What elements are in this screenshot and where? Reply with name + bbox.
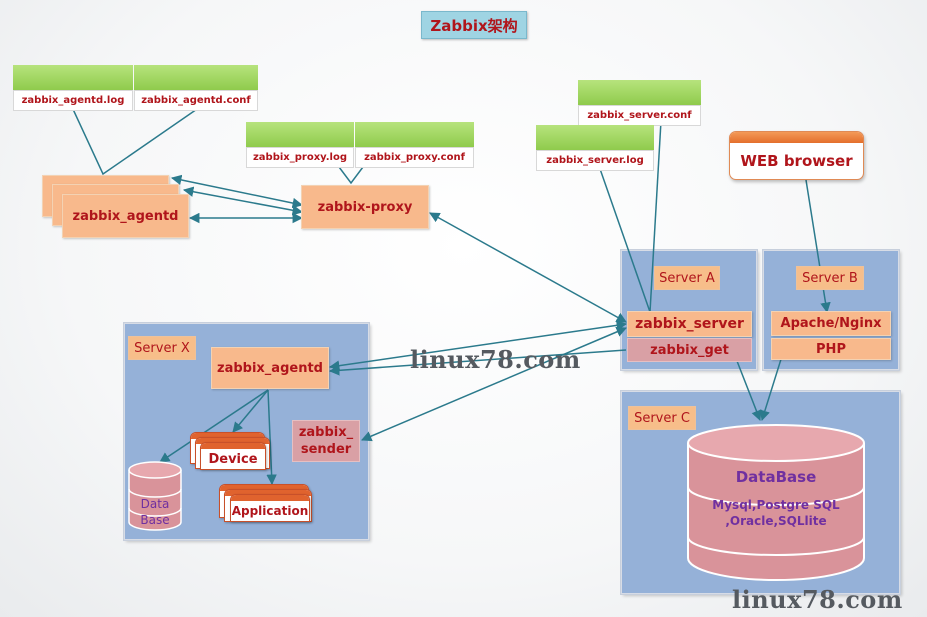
zabbix-sender-node: zabbix_ sender [292,420,360,462]
agentd-file-link [71,106,201,176]
file-header [355,122,474,147]
database-line-2: ,Oracle,SQLlite [725,514,827,528]
file-header [13,65,133,90]
file-label: zabbix_agentd.log [13,90,133,111]
file-proxy-log: zabbix_proxy.log [246,122,354,168]
server-b-label: Server B [796,266,864,290]
device-card: Device [200,442,266,470]
file-label: zabbix_proxy.log [246,147,354,168]
file-label: zabbix_proxy.conf [355,147,474,168]
browser-titlebar [730,132,863,143]
database-title: DataBase [735,468,817,486]
file-header [536,125,654,150]
zabbix-get-node: zabbix_get [627,338,752,362]
file-agentd-conf: zabbix_agentd.conf [134,65,258,111]
php-node: PHP [771,338,891,360]
sender-line-1: zabbix_ [298,425,354,440]
server-x-label: Server X [128,336,196,360]
agent-proxy-arrow-2 [182,186,304,216]
device-label: Device [208,451,258,467]
file-proxy-conf: zabbix_proxy.conf [355,122,474,168]
server-db-arrow [736,360,762,421]
server-a-label: Server A [654,266,720,290]
sender-line-2: sender [300,442,352,457]
server-x-db-line-1: Data [140,497,170,511]
application-label: Application [231,504,309,518]
watermark-center: linux78.com [410,345,581,374]
browser-web-arrow [805,179,831,314]
server-x-db-line-2: Base [140,513,170,527]
agentd-app-arrow [266,389,277,486]
agentd-device-arrow [232,389,269,433]
proxy-file-link [335,162,367,185]
agentd-db-arrow [159,389,269,463]
file-header [578,80,701,105]
server-x-agentd-node: zabbix_agentd [211,347,329,389]
web-browser: WEB browser [729,131,864,180]
apache-nginx-node: Apache/Nginx [771,311,891,336]
diagram-title: Zabbix架构 [421,11,527,39]
application-card: Application [230,494,310,522]
server-conf-link [649,120,662,313]
file-label: zabbix_agentd.conf [134,90,258,111]
zabbix-server-node: zabbix_server [627,311,752,337]
file-label: zabbix_server.log [536,150,654,171]
file-agentd-log: zabbix_agentd.log [13,65,133,111]
database-line-1: Mysql,Postgre SQL [712,498,840,512]
file-server-log: zabbix_server.log [536,125,654,171]
watermark-corner: linux78.com [732,585,903,614]
sender-server-arrow [361,326,627,442]
proxy-server-arrow [429,212,627,323]
proxy-node: zabbix-proxy [301,185,429,229]
server-c-label: Server C [628,406,696,430]
file-header [246,122,354,147]
web-browser-label: WEB browser [740,152,853,170]
agentd-node: zabbix_agentd [62,194,189,238]
file-header [134,65,258,90]
